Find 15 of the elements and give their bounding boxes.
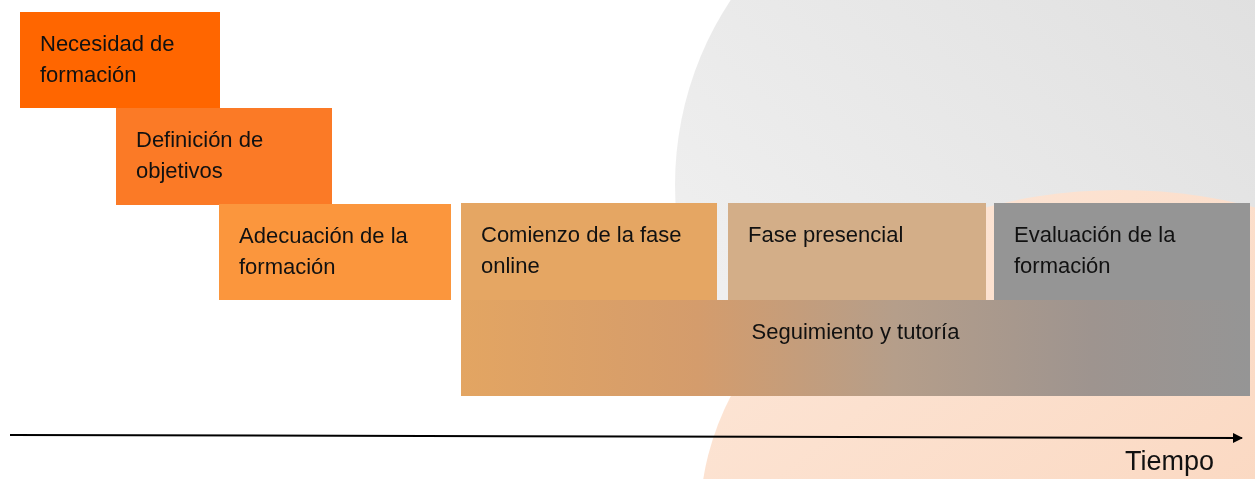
box-text: Fase presencial (748, 221, 904, 249)
process-box (728, 203, 986, 300)
process-box (219, 204, 451, 300)
box-text: Seguimiento y tutoría (751, 318, 960, 346)
box-text: Adecuación de la formación (239, 222, 409, 281)
process-box (116, 108, 332, 205)
process-box (461, 203, 717, 300)
process-box (461, 300, 1250, 396)
box-text: Comienzo de la fase online (481, 221, 683, 280)
box-text: Definición de objetivos (136, 126, 265, 185)
axis-label: Tiempo (1125, 446, 1215, 477)
process-box (20, 12, 220, 108)
box-text: Evaluación de la formación (1014, 221, 1177, 280)
process-box (994, 203, 1250, 300)
box-text: Necesidad de formación (40, 30, 176, 89)
